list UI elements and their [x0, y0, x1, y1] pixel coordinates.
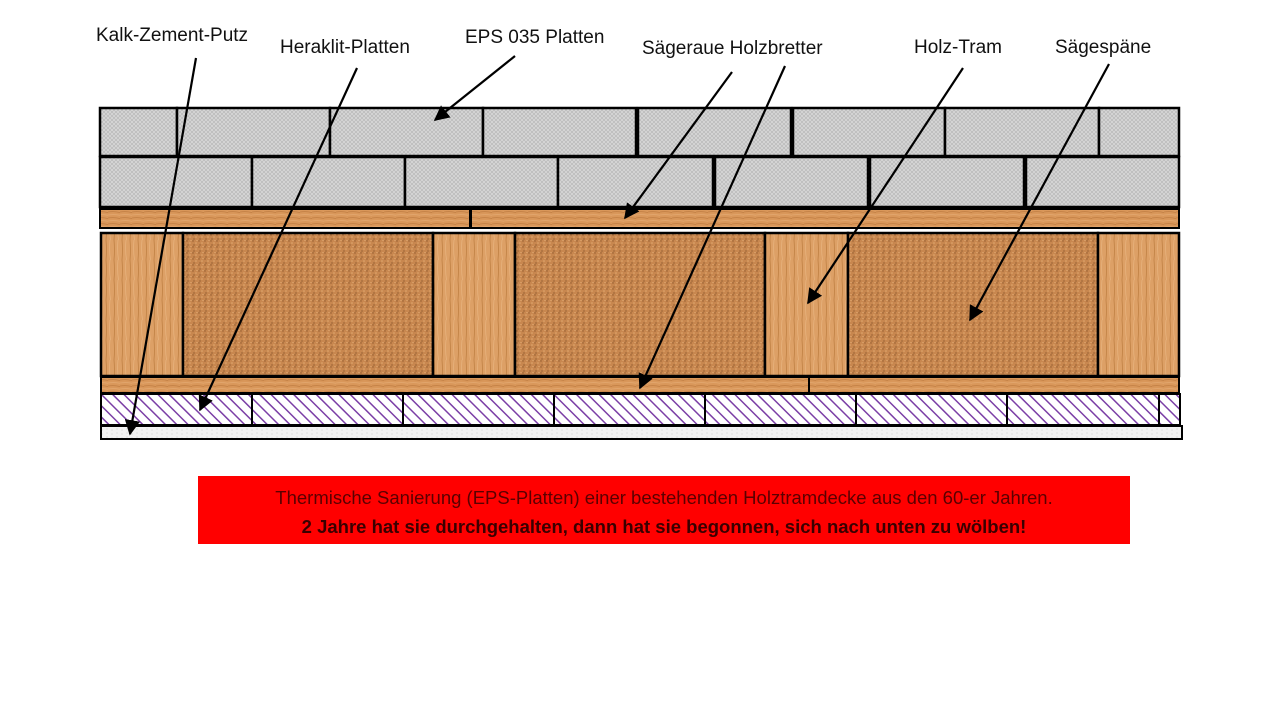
holz-tram-beam — [1096, 231, 1181, 378]
label-saegeraue-holzbretter: Sägeraue Holzbretter — [642, 38, 823, 59]
arrow-spaene — [969, 63, 1110, 322]
sawdust-fill — [181, 231, 435, 378]
eps-layer-top — [98, 106, 1181, 158]
arrow-eps — [433, 55, 516, 121]
sawdust-fill — [513, 231, 767, 378]
holz-tram-beam — [431, 231, 517, 378]
note-line-2: 2 Jahre hat sie durchgehalten, dann hat … — [301, 516, 1027, 537]
arrow-tram — [807, 67, 964, 305]
label-saegespaene: Sägespäne — [1055, 37, 1152, 58]
arrow-bretter — [624, 71, 733, 220]
sawdust-fill — [846, 231, 1100, 378]
note-line-1: Thermische Sanierung (EPS-Platten) einer… — [275, 487, 1053, 508]
arrow-bretter-lower — [638, 65, 787, 390]
heraklit-layer — [100, 393, 1181, 426]
bottom-boards — [100, 376, 1180, 394]
holz-tram-beam — [763, 231, 850, 378]
label-eps-platten: EPS 035 Platten — [465, 27, 605, 48]
label-holz-tram: Holz-Tram — [914, 37, 1002, 58]
label-heraklit-platten: Heraklit-Platten — [280, 37, 410, 58]
plaster-layer — [100, 425, 1183, 440]
arrow-kalk — [124, 57, 198, 436]
holz-tram-beam — [99, 231, 185, 378]
beam-zone — [99, 231, 1181, 378]
note-box: Thermische Sanierung (EPS-Platten) einer… — [198, 476, 1130, 544]
label-kalk-zement-putz: Kalk-Zement-Putz — [96, 25, 249, 46]
top-boards — [99, 208, 1180, 229]
arrow-heraklit — [198, 67, 358, 412]
leader-arrows — [124, 55, 1110, 436]
